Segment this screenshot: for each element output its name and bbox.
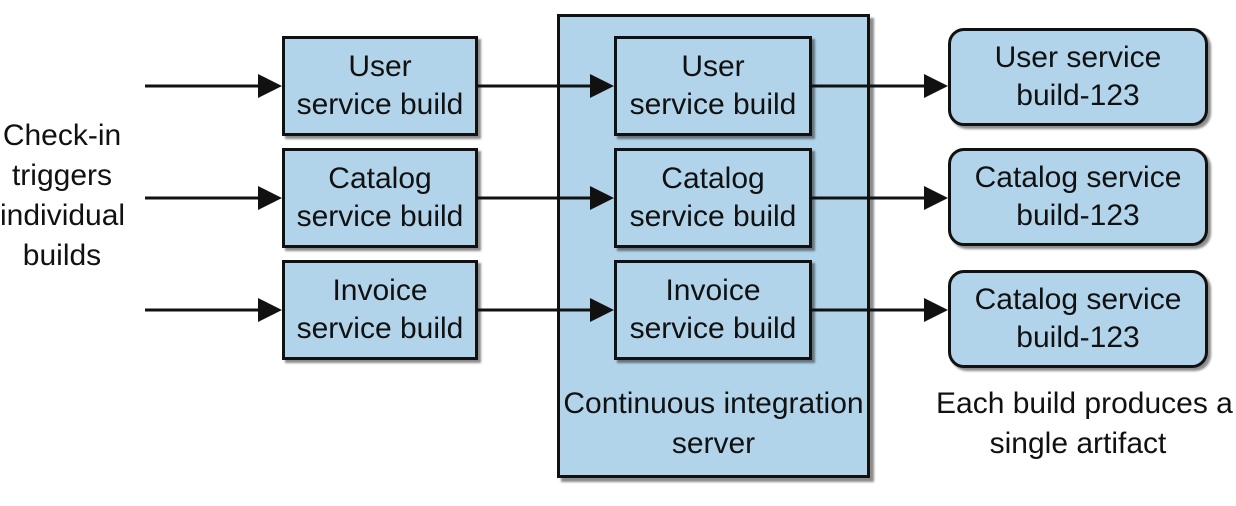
box-label: service build xyxy=(629,88,797,121)
box-label: build-123 xyxy=(1016,79,1140,112)
trigger-build-catalog: Catalog service build xyxy=(282,148,478,248)
caption-line: triggers xyxy=(11,159,113,192)
artifact-catalog: Catalog service build-123 xyxy=(948,148,1208,246)
ci-server-label-line: server xyxy=(671,427,756,460)
box-label: Catalog xyxy=(661,162,765,195)
box-label: Invoice xyxy=(665,274,761,307)
arrowhead xyxy=(924,186,948,210)
box-label: Catalog xyxy=(328,162,432,195)
arrowhead xyxy=(590,74,614,98)
box-label: User xyxy=(681,50,745,83)
check-in-caption: Check-in triggers individual builds xyxy=(0,116,126,276)
box-label: service build xyxy=(296,200,464,233)
arrowhead xyxy=(590,298,614,322)
arrowhead xyxy=(258,186,282,210)
arrowhead xyxy=(258,74,282,98)
ci-build-user: User service build xyxy=(614,36,812,136)
box-label: service build xyxy=(296,312,464,345)
caption-line: Each build produces a xyxy=(936,387,1233,420)
ci-server-label-line: Continuous integration xyxy=(563,387,864,420)
arrowhead xyxy=(924,74,948,98)
ci-build-invoice: Invoice service build xyxy=(614,260,812,360)
box-label: Invoice xyxy=(332,274,428,307)
caption-line: builds xyxy=(22,239,102,272)
box-label: Catalog service xyxy=(974,283,1182,316)
box-label: build-123 xyxy=(1016,321,1140,354)
trigger-build-invoice: Invoice service build xyxy=(282,260,478,360)
artifact-catalog-2: Catalog service build-123 xyxy=(948,270,1208,368)
trigger-build-user: User service build xyxy=(282,36,478,136)
arrowhead xyxy=(590,186,614,210)
arrowhead xyxy=(258,298,282,322)
box-label: service build xyxy=(629,200,797,233)
ci-server-label: Continuous integration server xyxy=(557,384,870,464)
ci-build-catalog: Catalog service build xyxy=(614,148,812,248)
box-label: Catalog service xyxy=(974,161,1182,194)
box-label: User xyxy=(348,50,412,83)
box-label: User service xyxy=(994,41,1162,74)
caption-line: individual xyxy=(0,199,126,232)
caption-line: Check-in xyxy=(2,119,122,152)
box-label: build-123 xyxy=(1016,199,1140,232)
box-label: service build xyxy=(629,312,797,345)
arrowhead xyxy=(924,298,948,322)
artifact-user: User service build-123 xyxy=(948,28,1208,126)
artifact-caption: Each build produces a single artifact xyxy=(936,384,1233,464)
box-label: service build xyxy=(296,88,464,121)
caption-line: single artifact xyxy=(989,427,1167,460)
